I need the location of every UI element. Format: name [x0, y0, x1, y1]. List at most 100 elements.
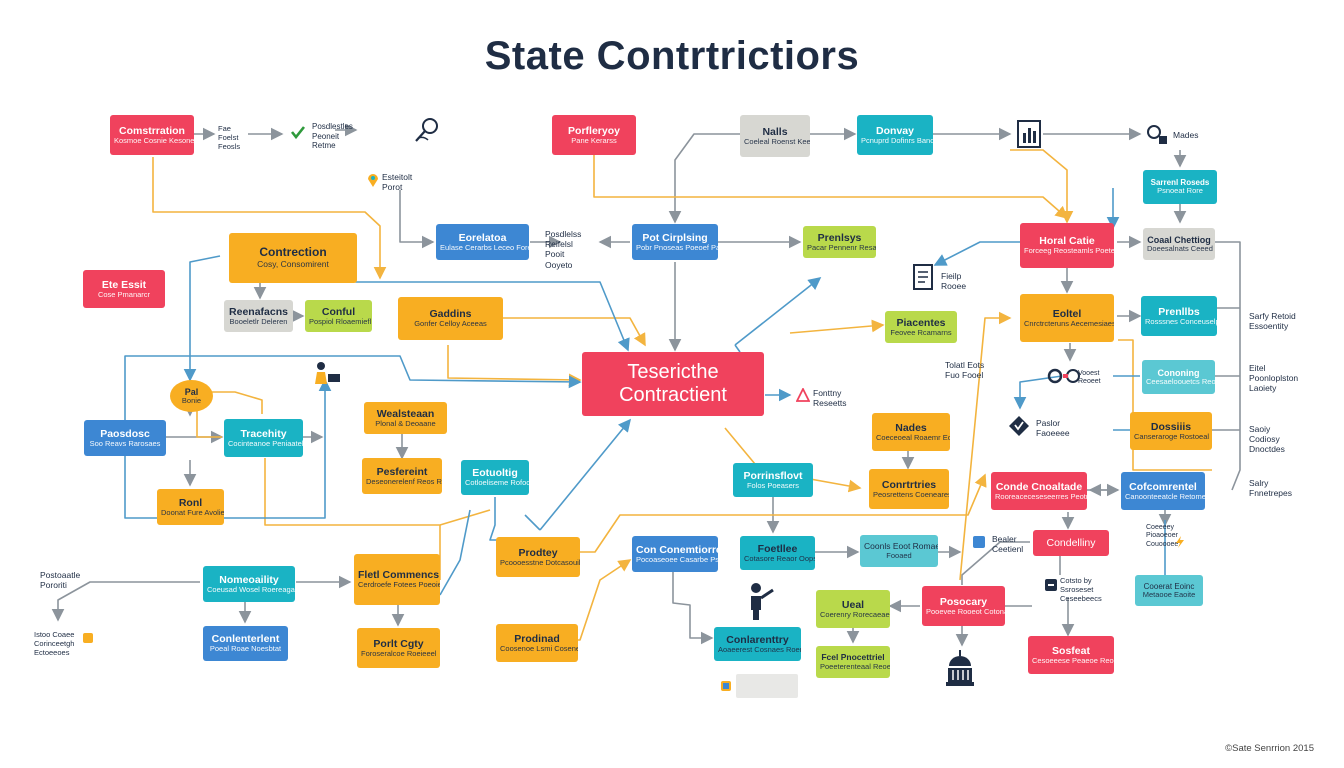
node-nomeoaility[interactable]: Nomeoaility Coeusad Wosel Roereagaes [203, 566, 295, 602]
node-sosfeat[interactable]: Sosfeat Cesoeeese Peaeoe Reoae [1028, 636, 1114, 674]
node-subtitle: Coeleal Roenst Keenses [744, 136, 810, 146]
node-subtitle: Pane Kerarss [571, 135, 617, 145]
node-contrection[interactable]: Contrection Cosy, Consomirent [229, 233, 357, 283]
label-fieilp: Fieilp Rooee [941, 271, 967, 292]
node-porlt-cgty[interactable]: Porlt Cgty Foroseralcoe Roeieeel [357, 628, 440, 668]
node-foetllee[interactable]: Foetllee Cotasore Reaor Oops [740, 536, 815, 570]
central-node-tesericthe-contractient[interactable]: Tesericthe Contractient [582, 352, 764, 416]
node-pesfereint[interactable]: Pesfereint Deseonerelenf Reos Rooro [362, 458, 442, 494]
node-pal[interactable]: Pal Bonie [170, 380, 213, 412]
notes-icon [721, 681, 731, 691]
node-cofcomrentel[interactable]: Cofcomrentel Canoonteeatcle Retomeaetaee [1121, 472, 1205, 510]
node-title: Fletl Commencs [358, 569, 440, 582]
node-cononing[interactable]: Cononing Ceesaeloouetcs Reonsncee [1142, 360, 1215, 394]
gear-cycle-icon [1047, 368, 1080, 384]
node-subtitle: Fooaed [886, 550, 912, 560]
node-subtitle: Cosy, Consomirent [257, 259, 329, 270]
document-chart-icon [1017, 120, 1041, 148]
node-eoltel[interactable]: Eoltel Cnrctrcteruns Aecemesiaes Raseeer [1020, 294, 1114, 342]
node-donvay[interactable]: Donvay Pcnuprd Dofinrs Banoot [857, 115, 933, 155]
label-cotsto-by: Cotsto by Ssroseset Ceseebeecs [1060, 576, 1102, 603]
label-bealer: Bealer Ceetienl [992, 534, 1024, 555]
node-conde-cnoaltade[interactable]: Conde Cnoaltade Rooreaceceseseerres Peot… [991, 472, 1087, 510]
node-ronl[interactable]: Ronl Doonat Fure Avolie [157, 489, 224, 525]
label-vooest: Vooest Reoeet [1078, 370, 1101, 386]
node-coonls-eoot-romae[interactable]: Coonls Eoot Romae Fooaed [860, 535, 938, 567]
node-horal-catie[interactable]: Horal Catie Forceeg Reosteamls Poeterace… [1020, 223, 1114, 268]
node-title: Cooerat Eoinc [1143, 581, 1195, 591]
node-title: Pesfereint [376, 465, 428, 478]
node-conlarenttry[interactable]: Conlarenttry Aoaeerest Cosnaes Roenrea D… [714, 627, 801, 661]
node-porfleryoy[interactable]: Porfleryoy Pane Kerarss [552, 115, 636, 155]
node-subtitle: Doeesalnats Ceeed Potastaaeet [1147, 243, 1215, 253]
label-posdlelss-reifelsl: Posdlelss Reifelsl Pooit Ooyeto [545, 229, 582, 270]
copyright-text: ©Sate Senrrion 2015 [1225, 743, 1314, 754]
node-title: Nalls [762, 125, 788, 138]
node-eotuoltig[interactable]: Eotuoltig Cotloeliseme Rofoo [461, 460, 529, 495]
node-title: Con Conemtiorre [636, 543, 718, 556]
node-porrinsflovt[interactable]: Porrinsflovt Folos Poeasers [733, 463, 813, 497]
node-prodinad[interactable]: Prodinad Coosenoe Lsmi Coseneoee Pooee [496, 624, 578, 662]
node-subtitle: Rooreaceceseseerres Peotr Canes [995, 491, 1087, 501]
node-conrtrtries[interactable]: Conrtrtries Peosrettens Coeneares Paesto… [869, 469, 949, 509]
node-subtitle: Pobr Pnoseas Poeoef Palsaertt [636, 242, 718, 252]
label-saoiy-codiosy: Saoiy Codiosy Dnoctdes [1249, 424, 1285, 455]
node-dossiiis[interactable]: Dossiiis Canseraroge Rostoeal [1130, 412, 1212, 450]
node-subtitle: Pooevee Rooeot Cotonaas Pescutas [926, 606, 1005, 616]
node-title: Coaal Chettiog [1147, 234, 1211, 245]
node-prenllbs[interactable]: Prenllbs Rosssnes Conceuselp Feosrel [1141, 296, 1217, 336]
label-coeeeey: Coeeeey Pioaoeoer Couoooee [1146, 524, 1179, 548]
node-title: Piacentes [896, 316, 946, 329]
node-title: Conrtrtries [881, 478, 937, 491]
node-prenlsys[interactable]: Prenlsys Pacar Pennenr Resaees Rongete [803, 226, 876, 258]
node-piacentes[interactable]: Piacentes Feovee Rcamarns [885, 311, 957, 343]
node-eorelatoa[interactable]: Eorelatoa Eulase Cerarbs Leceo Foret Roa… [436, 224, 529, 260]
node-reenafacns[interactable]: Reenafacns Booeletlr Deleren [224, 300, 293, 332]
node-pot-cirplsing[interactable]: Pot Cirplsing Pobr Pnoseas Poeoef Palsae… [632, 224, 718, 260]
node-prodtey[interactable]: Prodtey Pcoooesstne Dotcasouiln Rsasre [496, 537, 580, 577]
node-gaddins[interactable]: Gaddins Gonfer Celloy Aceeas [398, 297, 503, 340]
person-laptop-icon [315, 362, 340, 384]
node-fcel-pnocettriel[interactable]: Fcel Pnocettriel Poeeterenteaal Reoeme [816, 646, 890, 678]
node-wealsteaan[interactable]: Wealsteaan Plonal & Deoaane [364, 402, 447, 434]
label-posdlestles: Posdlestles Peoneit Retme [312, 122, 353, 151]
node-nalls[interactable]: Nalls Coeleal Roenst Keenses [740, 115, 810, 157]
node-conlenterlent[interactable]: Conlenterlent Poeal Roae Noesbtat [203, 626, 288, 661]
label-mades: Mades [1173, 130, 1199, 140]
node-ete-essit[interactable]: Ete Essit Cose Pmanarcr [83, 270, 165, 308]
orange-connectors [152, 149, 1212, 641]
node-condelliny[interactable]: Condelliny [1033, 530, 1109, 556]
node-title: Tesericthe [627, 361, 719, 383]
node-posocary[interactable]: Posocary Pooevee Rooeot Cotonaas Pescuta… [922, 586, 1005, 626]
node-cooerat-eoinc[interactable]: Cooerat Eoinc Metaooe Eaoite [1135, 575, 1203, 606]
node-comstrration[interactable]: Comstrration Kosmoe Cosnie Kesoneat Wena… [110, 115, 194, 155]
node-title: Cononing [1157, 367, 1200, 378]
badge-icon [1045, 579, 1057, 591]
government-building-icon [946, 650, 974, 686]
node-coaal-chettiog[interactable]: Coaal Chettiog Doeesalnats Ceeed Potasta… [1143, 228, 1215, 260]
node-title: Eorelatoa [458, 231, 507, 244]
node-subtitle: Pcnuprd Dofinrs Banoot [861, 135, 933, 145]
node-title: Comstrration [119, 124, 185, 137]
node-ueal[interactable]: Ueal Coerenry Rorecaeae Rooeeeee [816, 590, 890, 628]
node-subtitle: Foroseralcoe Roeieeel [361, 648, 437, 658]
node-title: Fcel Pnocettriel [821, 651, 885, 662]
label-esteitolt: Esteitolt Porot [382, 172, 413, 193]
node-subtitle: Bonie [181, 395, 202, 405]
node-con-conemtiorre[interactable]: Con Conemtiorre Pocoaseoee Casarbe Psaen… [632, 536, 718, 572]
node-subtitle: Cocinteanoe Peniaatele [228, 438, 303, 448]
label-sarfy-retoid: Sarfy Retoid Essoentity [1249, 311, 1296, 332]
label-canfel-notes [736, 674, 798, 698]
checkmark-icon [290, 126, 306, 140]
node-title: Horal Catie [1039, 235, 1095, 248]
label-salry-fnnetrepes: Salry Fnnetrepes [1249, 478, 1292, 499]
blue-connectors [124, 188, 1166, 596]
node-nades[interactable]: Nades Coeceoeal Roaemr Eouis [872, 413, 950, 451]
node-conful[interactable]: Conful Pospiol Rloaemiefl [305, 300, 372, 332]
node-tracehity[interactable]: Tracehity Cocinteanoe Peniaatele [224, 419, 303, 457]
node-fletl-commencs[interactable]: Fletl Commencs Cerdroefe Fotees Poeoiece… [354, 554, 440, 605]
node-subtitle: Coerenry Rorecaeae Rooeeeee [820, 609, 890, 619]
node-title: Paosdosc [100, 427, 150, 440]
node-paosdosc[interactable]: Paosdosc Soo Reavs Rarosaes [84, 420, 166, 456]
node-sarrenl-roseds[interactable]: Sarrenl Roseds Psnoeat Rore [1143, 170, 1217, 204]
